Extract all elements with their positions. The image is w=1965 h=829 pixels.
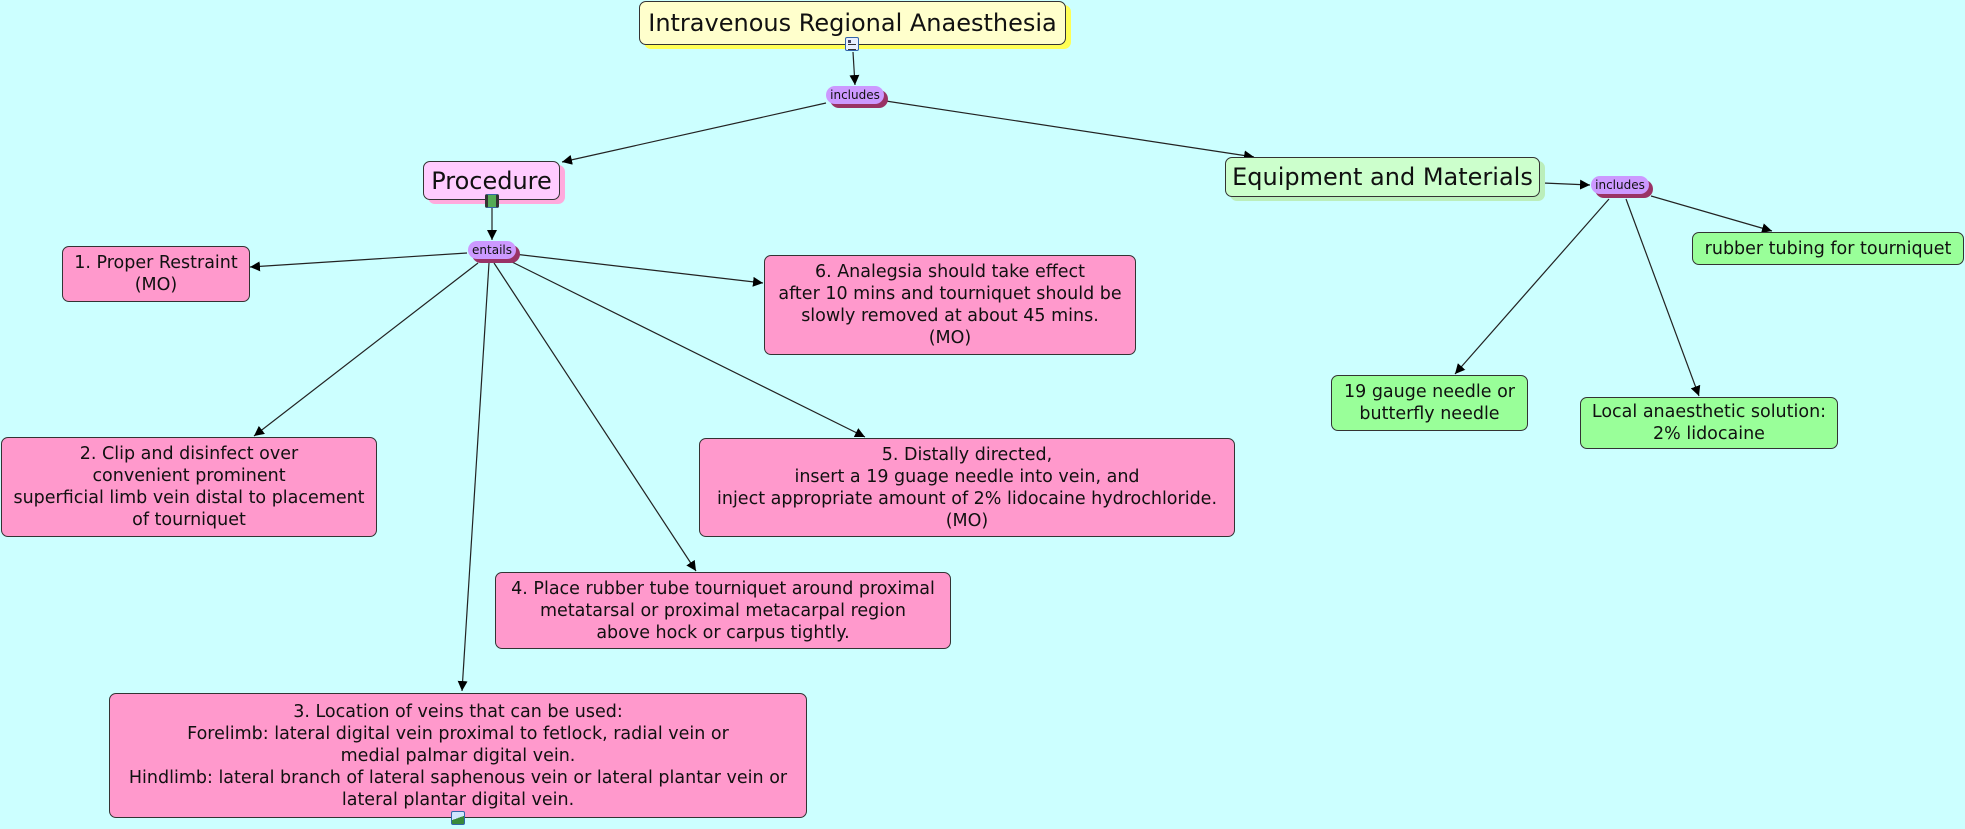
link-phrase-entails[interactable]: entails (468, 241, 516, 259)
edge-includes-needle (1454, 198, 1610, 375)
concept-procedure[interactable]: Procedure (423, 161, 560, 200)
step-2-clip-disinfect[interactable]: 2. Clip and disinfect over convenient pr… (1, 437, 377, 537)
link-phrase-includes-top[interactable]: includes (826, 86, 884, 104)
item-needle[interactable]: 19 gauge needle or butterfly needle (1331, 375, 1528, 431)
item-rubber-tubing[interactable]: rubber tubing for tourniquet (1692, 232, 1964, 265)
step-3-vein-locations[interactable]: 3. Location of veins that can be used: F… (109, 693, 807, 818)
concept-equipment[interactable]: Equipment and Materials (1225, 157, 1540, 197)
step-4-tourniquet[interactable]: 4. Place rubber tube tourniquet around p… (495, 572, 951, 649)
step-1-restraint[interactable]: 1. Proper Restraint (MO) (62, 246, 250, 302)
image-resource-icon[interactable] (451, 811, 465, 825)
edge-entails-step3 (457, 262, 490, 692)
edge-includes-lidocaine (1625, 198, 1701, 397)
step-6-analgesia[interactable]: 6. Analegsia should take effect after 10… (764, 255, 1136, 355)
video-resource-icon[interactable] (485, 194, 499, 208)
edge-includes-rubber (1650, 195, 1773, 234)
edge-entails-step6 (513, 253, 764, 287)
edge-entails-step1 (249, 252, 468, 272)
item-lidocaine[interactable]: Local anaesthetic solution: 2% lidocaine (1580, 397, 1838, 449)
edge-entails-step2 (253, 262, 479, 437)
edge-includes-equipment (885, 100, 1255, 161)
edge-entails-step5 (509, 260, 866, 438)
edge-title-includes (849, 51, 860, 86)
edge-includes-procedure (561, 102, 827, 165)
document-resource-icon[interactable] (845, 37, 859, 51)
link-phrase-includes-equip[interactable]: includes (1591, 176, 1649, 194)
edge-equipment-includes (1542, 179, 1591, 190)
concept-title[interactable]: Intravenous Regional Anaesthesia (639, 1, 1066, 45)
step-5-inject[interactable]: 5. Distally directed, insert a 19 guage … (699, 438, 1235, 537)
edge-entails-step4 (493, 262, 697, 572)
